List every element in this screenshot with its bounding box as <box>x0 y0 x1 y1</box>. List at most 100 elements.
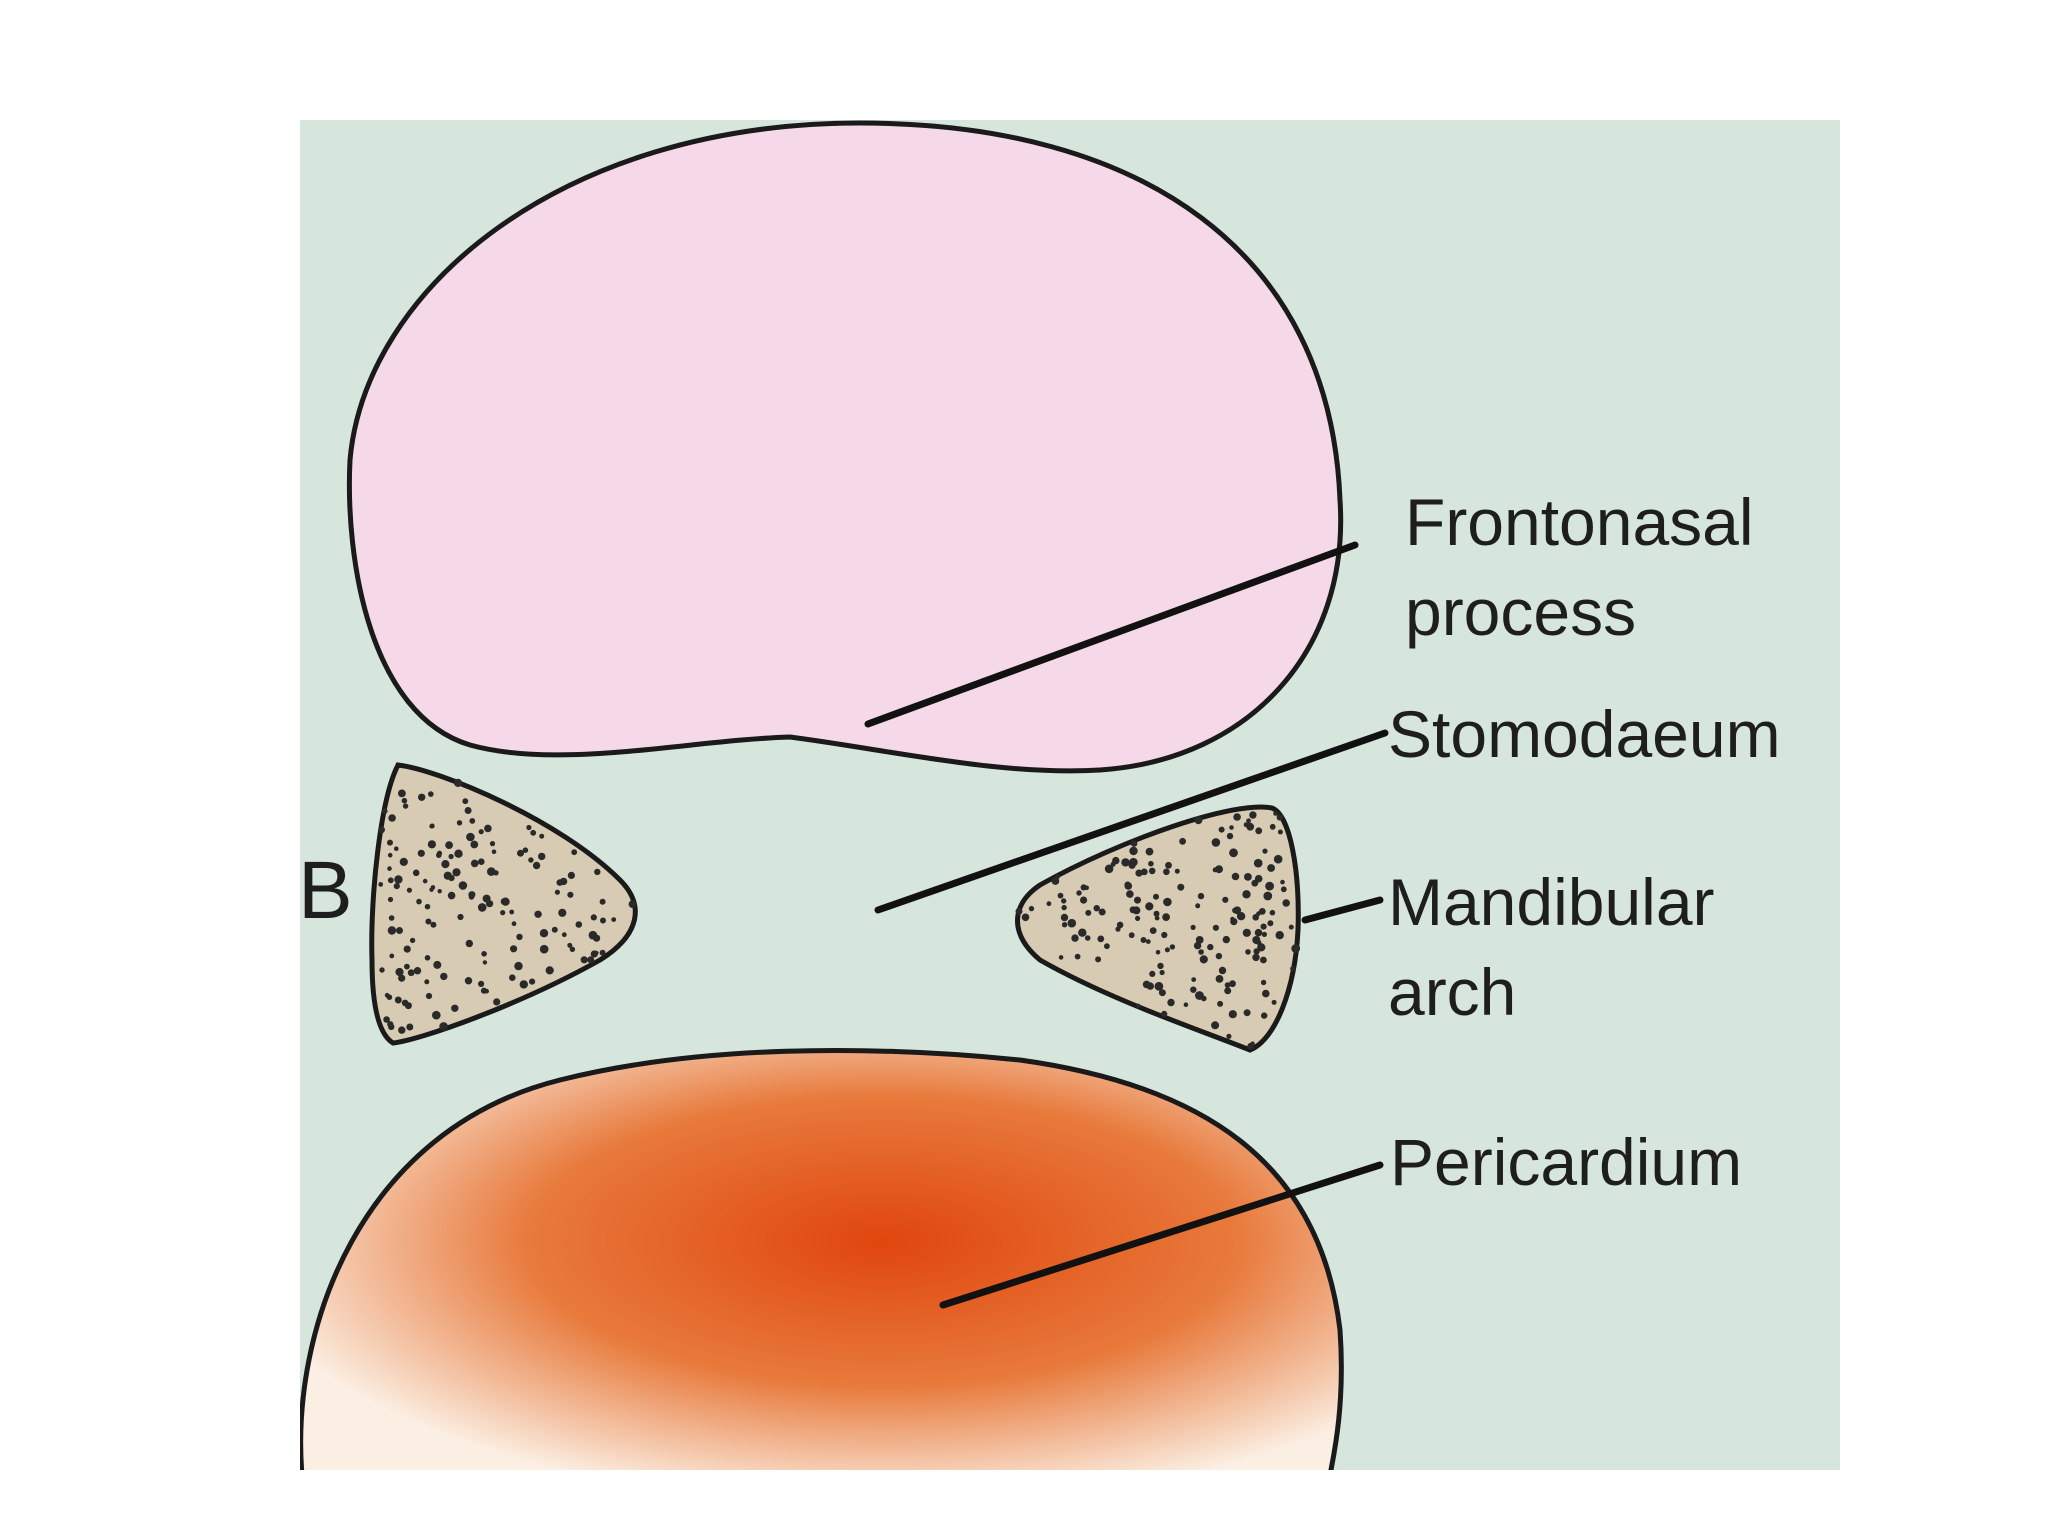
stipple-dot <box>433 960 442 969</box>
stipple-dot <box>457 913 464 921</box>
stomodaeum-label: Stomodaeum <box>1388 697 1781 771</box>
stipple-dot <box>1215 975 1224 983</box>
stipple-dot <box>1071 934 1079 942</box>
stipple-dot <box>580 956 588 964</box>
stipple-dot <box>1195 903 1201 909</box>
stipple-dot <box>1229 848 1238 858</box>
stipple-dot <box>387 839 393 846</box>
stipple-dot <box>428 791 434 797</box>
stipple-dot <box>387 896 394 903</box>
stipple-dot <box>458 881 468 890</box>
stipple-dot <box>1153 893 1159 900</box>
stipple-dot <box>465 939 473 948</box>
stipple-dot <box>534 910 542 918</box>
stipple-dot <box>1233 906 1242 915</box>
stipple-dot <box>429 823 435 829</box>
stipple-dot <box>481 951 487 957</box>
stipple-dot <box>401 797 408 804</box>
stipple-dot <box>429 887 434 892</box>
stipple-dot <box>424 903 431 910</box>
stipple-dot <box>425 918 432 925</box>
stipple-dot <box>1226 832 1234 840</box>
stipple-dot <box>383 1016 390 1023</box>
stipple-dot <box>491 849 497 855</box>
stipple-dot <box>600 917 606 924</box>
stipple-dot <box>1130 840 1138 847</box>
stipple-dot <box>1132 906 1141 915</box>
stipple-dot <box>1244 873 1252 881</box>
stipple-dot <box>1159 969 1165 976</box>
stipple-dot <box>453 778 463 788</box>
stipple-dot <box>1161 931 1168 939</box>
stipple-dot <box>1135 915 1141 922</box>
stipple-dot <box>1098 908 1106 916</box>
stipple-dot <box>1121 858 1130 867</box>
stipple-dot <box>1217 1000 1224 1007</box>
stipple-dot <box>1164 947 1170 953</box>
stipple-dot <box>1243 1009 1251 1017</box>
stipple-dot <box>590 914 597 921</box>
stipple-dot <box>1080 884 1087 891</box>
stipple-dot <box>1257 943 1266 952</box>
left-mandibular-arch-stipple <box>378 778 637 1034</box>
stipple-dot <box>1163 868 1170 876</box>
stipple-dot <box>1212 867 1218 873</box>
stipple-dot <box>1140 937 1147 943</box>
stipple-dot <box>1046 901 1052 907</box>
stipple-dot <box>1260 923 1267 930</box>
stipple-dot <box>440 972 448 981</box>
stipple-dot <box>1015 907 1023 915</box>
stipple-dot <box>407 969 415 977</box>
stipple-dot <box>398 789 406 798</box>
stipple-dot <box>587 956 595 964</box>
stipple-dot <box>396 927 403 934</box>
stipple-dot <box>1140 868 1148 876</box>
stipple-dot <box>516 933 523 941</box>
stipple-dot <box>478 858 485 865</box>
stipple-dot <box>1231 872 1240 881</box>
stipple-dot <box>1177 883 1185 891</box>
stipple-dot <box>412 869 420 877</box>
stipple-dot <box>519 980 528 989</box>
stipple-dot <box>394 875 403 884</box>
mandibular-label-line1: Mandibular <box>1388 865 1715 939</box>
stipple-dot <box>1124 881 1131 888</box>
stipple-dot <box>417 849 425 857</box>
stipple-dot <box>539 944 549 954</box>
stipple-dot <box>1158 989 1166 997</box>
stipple-dot <box>1222 896 1229 903</box>
stipple-dot <box>1154 915 1160 921</box>
stipple-dot <box>470 859 479 868</box>
stipple-dot <box>1224 982 1231 988</box>
stipple-dot <box>482 960 488 965</box>
stipple-dot <box>611 917 617 922</box>
stipple-dot <box>1163 897 1172 907</box>
stipple-dot <box>1282 899 1290 907</box>
stipple-dot <box>1060 913 1069 922</box>
stipple-dot <box>1242 928 1251 937</box>
stipple-dot <box>539 833 545 839</box>
stipple-dot <box>500 910 506 916</box>
stipple-dot <box>456 820 463 826</box>
stipple-dot <box>382 808 388 814</box>
stipple-dot <box>1253 948 1260 955</box>
stipple-dot <box>1290 966 1296 972</box>
stipple-dot <box>1212 924 1219 931</box>
stipple-dot <box>1110 861 1116 867</box>
stipple-dot <box>1269 823 1276 830</box>
stipple-dot <box>427 840 436 849</box>
stipple-dot <box>1028 905 1035 912</box>
stipple-dot <box>1074 953 1081 960</box>
stipple-dot <box>464 977 473 985</box>
stipple-dot <box>1267 864 1275 872</box>
stipple-dot <box>529 978 536 985</box>
stipple-dot <box>1195 936 1204 944</box>
stipple-dot <box>1116 921 1124 929</box>
stipple-dot <box>445 841 453 849</box>
stipple-dot <box>1229 980 1236 988</box>
stipple-dot <box>538 852 546 861</box>
stipple-dot <box>378 882 384 887</box>
stipple-dot <box>1154 981 1164 991</box>
stipple-dot <box>517 849 524 857</box>
stipple-dot <box>378 826 385 833</box>
